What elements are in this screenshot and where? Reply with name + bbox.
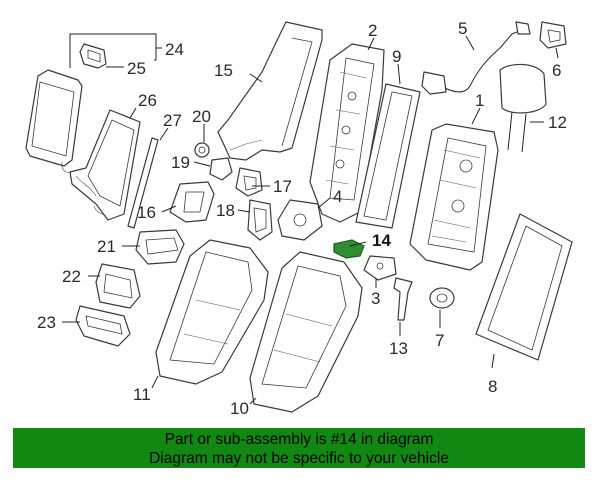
part-19-bracket — [209, 157, 233, 181]
callout-22: 22 — [62, 267, 81, 286]
info-banner: Part or sub-assembly is #14 in diagram D… — [13, 428, 585, 468]
part-9-pad — [355, 83, 421, 229]
part-7-cap — [429, 287, 455, 309]
callout-15: 15 — [214, 61, 233, 80]
part-18-hinge — [247, 199, 273, 241]
part-1-back-frame — [409, 123, 499, 271]
part-16-cover — [169, 181, 215, 223]
part-26-panel — [69, 109, 141, 221]
callout-13: 13 — [389, 339, 408, 358]
callout-17: 17 — [273, 177, 292, 196]
callout-8: 8 — [488, 377, 497, 396]
part-23-cover — [75, 305, 131, 347]
part-11-seat-cover — [155, 239, 269, 385]
callout-2: 2 — [368, 21, 377, 40]
part-3-bracket — [363, 255, 397, 281]
callout-5: 5 — [458, 19, 467, 38]
callout-3: 3 — [371, 289, 380, 308]
callout-labels: 24 25 26 27 15 2 9 5 6 1 12 20 19 17 16 … — [37, 19, 567, 418]
part-10-seat-cover — [249, 251, 363, 413]
part-27-strip — [127, 137, 159, 229]
part-6-clip — [539, 21, 567, 49]
callout-10: 10 — [230, 399, 249, 418]
part-24-cover — [25, 69, 83, 174]
callout-27: 27 — [163, 111, 182, 130]
callout-20: 20 — [192, 107, 211, 126]
callout-23: 23 — [37, 313, 56, 332]
callout-21: 21 — [97, 237, 116, 256]
callout-26: 26 — [138, 91, 157, 110]
part-4-recliner — [277, 199, 323, 241]
part-8-back-panel — [475, 213, 573, 361]
part-12-headrest — [499, 63, 547, 153]
callout-12: 12 — [548, 113, 567, 132]
callout-6: 6 — [552, 61, 561, 80]
callout-18: 18 — [216, 201, 235, 220]
part-17-bracket — [235, 167, 263, 197]
callout-14-highlighted: 14 — [372, 231, 391, 250]
callout-11: 11 — [133, 385, 151, 404]
part-25-clip — [79, 43, 107, 69]
callout-25: 25 — [127, 59, 146, 78]
callout-7: 7 — [435, 331, 444, 350]
callout-1: 1 — [475, 91, 484, 110]
leader-lines — [62, 33, 559, 405]
callout-19: 19 — [171, 153, 190, 172]
part-20-knob — [194, 142, 210, 158]
callout-24: 24 — [165, 40, 184, 59]
callout-16: 16 — [137, 203, 156, 222]
parts-diagram-svg: 24 25 26 27 15 2 9 5 6 1 12 20 19 17 16 … — [25, 19, 573, 418]
callout-4: 4 — [333, 187, 342, 206]
part-14-highlighted[interactable] — [333, 239, 365, 259]
banner-line-2: Diagram may not be specific to your vehi… — [149, 450, 449, 467]
part-5-cable — [421, 21, 531, 95]
part-13-pin — [393, 277, 413, 321]
part-22-cover — [95, 263, 141, 309]
part-21-cap — [135, 229, 185, 265]
part-15-bolster — [217, 21, 323, 161]
callout-9: 9 — [392, 47, 401, 66]
banner-line-1: Part or sub-assembly is #14 in diagram — [164, 431, 434, 448]
